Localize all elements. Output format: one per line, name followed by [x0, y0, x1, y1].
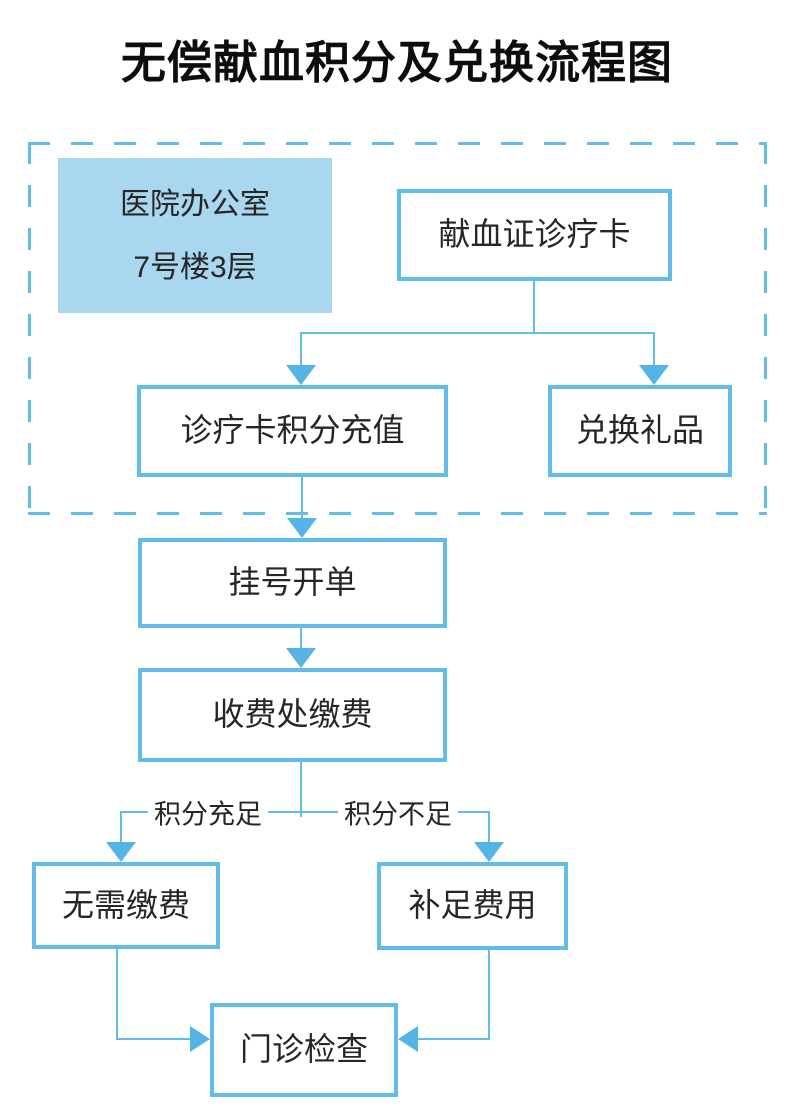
connector-makeup-horizontal — [418, 1038, 490, 1040]
connector-card-down — [533, 281, 535, 334]
node-outpatient-exam: 门诊检查 — [210, 1003, 398, 1097]
arrowhead-down-register-icon — [287, 518, 317, 538]
connector-split-to-nopay — [120, 811, 122, 845]
node-hospital-office: 医院办公室 7号楼3层 — [58, 158, 332, 313]
dashed-region-border-right — [764, 142, 767, 515]
node-hospital-office-line1: 医院办公室 — [120, 187, 270, 221]
connector-nopay-horizontal — [116, 1038, 192, 1040]
node-registration-order-label: 挂号开单 — [228, 564, 357, 601]
arrowhead-down-pay-icon — [286, 648, 316, 668]
node-exchange-gifts-label: 兑换礼品 — [575, 412, 704, 449]
arrowhead-down-recharge-icon — [286, 365, 316, 385]
node-exchange-gifts: 兑换礼品 — [548, 385, 732, 477]
connector-branch-to-gift — [653, 332, 655, 367]
page-title: 无偿献血积分及兑换流程图 — [120, 38, 673, 88]
node-hospital-office-line2: 7号楼3层 — [133, 250, 257, 284]
connector-split-to-makeup — [488, 811, 490, 845]
branch-label-points-sufficient: 积分充足 — [148, 792, 268, 832]
dashed-region-border-top — [28, 142, 767, 145]
connector-recharge-to-register — [301, 477, 303, 521]
node-outpatient-exam-label: 门诊检查 — [239, 1031, 368, 1068]
branch-label-points-insufficient: 积分不足 — [338, 792, 458, 832]
arrowhead-down-nopay-icon — [106, 842, 136, 862]
connector-card-branch-horizontal — [300, 332, 655, 334]
node-no-payment-needed: 无需缴费 — [32, 862, 220, 949]
connector-register-to-pay — [300, 628, 302, 651]
arrowhead-down-makeup-icon — [474, 842, 504, 862]
connector-split-horizontal — [121, 811, 489, 813]
connector-makeup-down — [488, 950, 490, 1040]
node-donation-card: 献血证诊疗卡 — [397, 189, 672, 281]
connector-branch-to-recharge — [300, 332, 302, 367]
connector-nopay-down — [116, 948, 118, 1040]
node-donation-card-label: 献血证诊疗卡 — [438, 216, 631, 253]
node-pay-at-cashier: 收费处缴费 — [138, 668, 447, 762]
arrowhead-right-outpatient-icon — [190, 1026, 210, 1052]
node-make-up-cost-label: 补足费用 — [408, 887, 537, 924]
arrowhead-down-gift-icon — [639, 365, 669, 385]
node-pay-at-cashier-label: 收费处缴费 — [212, 696, 373, 733]
arrowhead-left-outpatient-icon — [398, 1026, 418, 1052]
connector-pay-down — [300, 761, 302, 817]
node-registration-order: 挂号开单 — [138, 538, 447, 628]
dashed-region-border-bottom — [28, 512, 767, 515]
node-card-points-recharge: 诊疗卡积分充值 — [137, 385, 448, 477]
node-make-up-cost: 补足费用 — [377, 862, 568, 950]
dashed-region-border-left — [28, 142, 31, 515]
node-card-points-recharge-label: 诊疗卡积分充值 — [180, 412, 405, 449]
node-no-payment-needed-label: 无需缴费 — [61, 886, 190, 923]
